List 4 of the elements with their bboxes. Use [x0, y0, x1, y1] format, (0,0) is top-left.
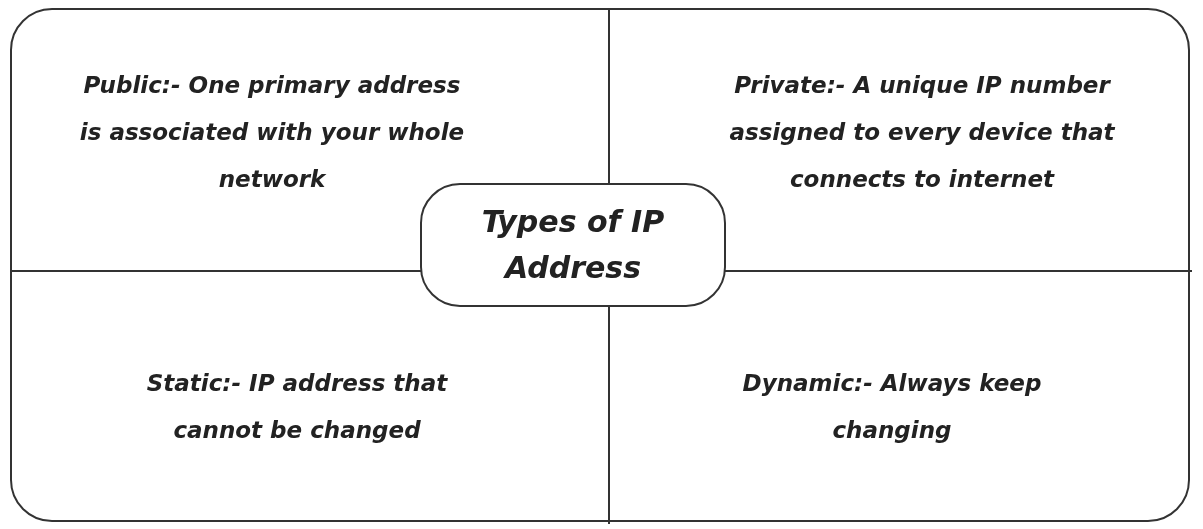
rounded-frame [10, 8, 1190, 522]
description-text: Static:- IP address that cannot be changed [102, 360, 492, 454]
description-text: Dynamic:- Always keep changing [702, 360, 1082, 454]
title-box: Types of IP Address [420, 183, 726, 307]
